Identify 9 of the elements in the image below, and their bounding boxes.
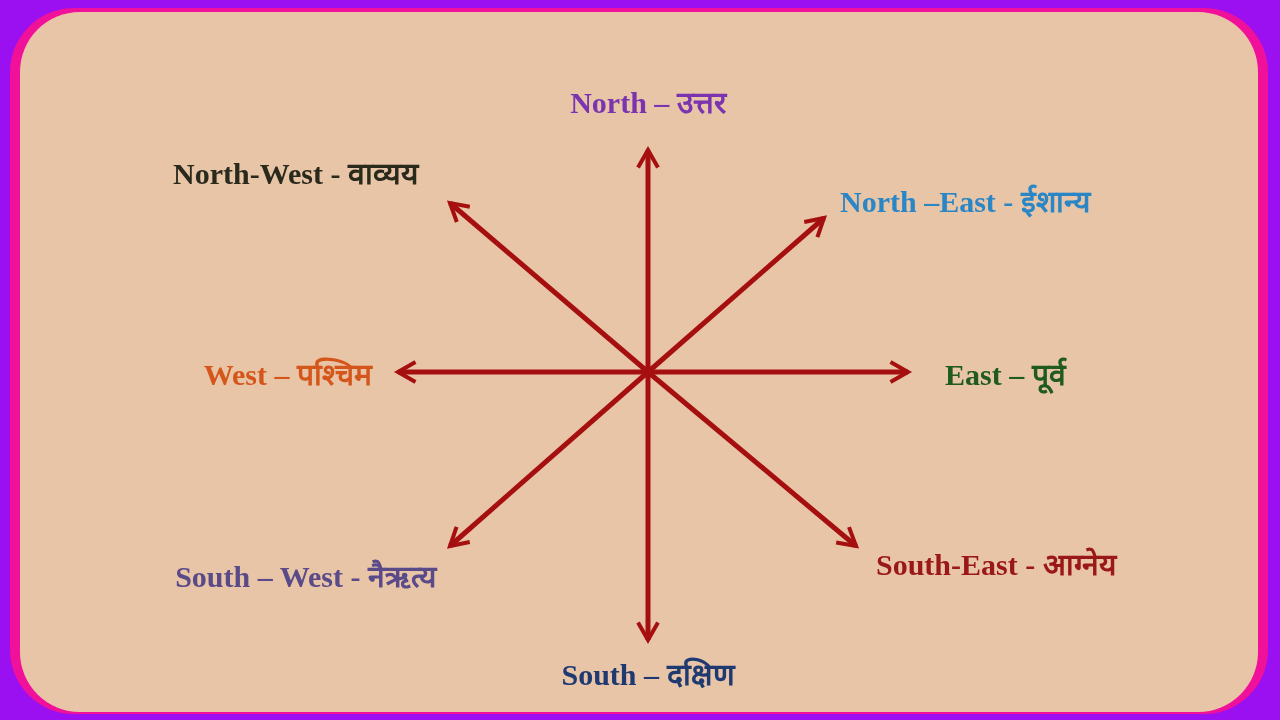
direction-label: North – उत्तर (570, 80, 726, 122)
direction-label: West – पश्चिम (203, 352, 372, 394)
direction-label: East – पूर्व (945, 352, 1066, 394)
direction-label: North –East - ईशान्य (840, 179, 1090, 221)
direction-label: South-East - आग्नेय (876, 542, 1116, 584)
arrow (636, 372, 660, 642)
direction-label: North-West - वाव्यय (173, 151, 418, 193)
direction-label: South – West - नैऋत्य (175, 554, 436, 596)
direction-label: South – दक्षिण (561, 652, 735, 694)
